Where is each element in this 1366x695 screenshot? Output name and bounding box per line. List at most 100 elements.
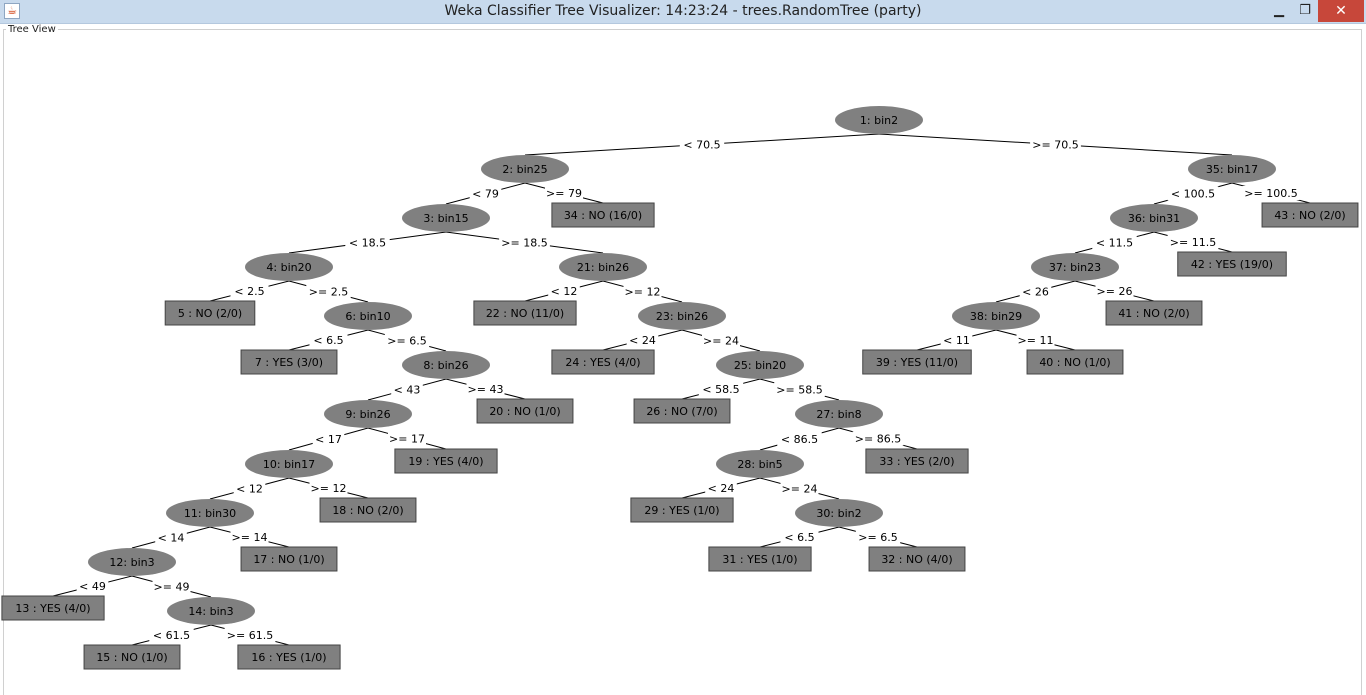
edge-label-background: [345, 235, 390, 250]
split-node[interactable]: 10: bin17: [245, 450, 333, 478]
edge-label-background: [626, 333, 659, 347]
leaf-node[interactable]: 39 : YES (11/0): [862, 349, 972, 375]
edge-label-text: >= 12: [625, 286, 661, 299]
close-icon[interactable]: ✕: [1318, 0, 1364, 22]
split-ellipse: [559, 253, 647, 281]
edge-label: >= 70.5: [1030, 137, 1081, 152]
split-node[interactable]: 25: bin20: [716, 351, 804, 379]
minimize-icon[interactable]: ▁: [1274, 3, 1284, 18]
split-node[interactable]: 3: bin15: [402, 204, 490, 232]
leaf-box: [551, 202, 655, 228]
split-ellipse: [1110, 204, 1198, 232]
node-label: 27: bin8: [816, 408, 861, 421]
split-node[interactable]: 35: bin17: [1188, 155, 1276, 183]
leaf-box: [319, 497, 417, 523]
leaf-box: [476, 398, 574, 424]
leaf-node[interactable]: 33 : YES (2/0): [865, 448, 969, 474]
leaf-node[interactable]: 20 : NO (1/0): [476, 398, 574, 424]
node-label: 20 : NO (1/0): [489, 405, 560, 418]
node-label: 2: bin25: [502, 163, 547, 176]
split-node[interactable]: 27: bin8: [795, 400, 883, 428]
edge-label: >= 58.5: [774, 382, 825, 397]
split-node[interactable]: 8: bin26: [402, 351, 490, 379]
split-node[interactable]: 14: bin3: [167, 597, 255, 625]
split-node[interactable]: 12: bin3: [88, 548, 176, 576]
edge-label-background: [698, 382, 744, 396]
edge-label-text: >= 11.5: [1170, 236, 1216, 249]
edge-label: >= 43: [466, 382, 505, 396]
split-node[interactable]: 21: bin26: [559, 253, 647, 281]
leaf-node[interactable]: 34 : NO (16/0): [551, 202, 655, 228]
edge-label: < 6.5: [309, 333, 348, 347]
leaf-node[interactable]: 19 : YES (4/0): [394, 448, 498, 474]
split-ellipse: [245, 253, 333, 281]
leaf-node[interactable]: 15 : NO (1/0): [83, 644, 181, 670]
node-label: 30: bin2: [816, 507, 861, 520]
leaf-node[interactable]: 18 : NO (2/0): [319, 497, 417, 523]
edge-label-background: [1092, 235, 1137, 250]
leaf-node[interactable]: 31 : YES (1/0): [708, 546, 812, 572]
split-node[interactable]: 6: bin10: [324, 302, 412, 330]
java-icon[interactable]: ☕: [4, 3, 20, 19]
window-title: Weka Classifier Tree Visualizer: 14:23:2…: [444, 3, 922, 19]
split-node[interactable]: 36: bin31: [1110, 204, 1198, 232]
node-label: 26 : NO (7/0): [646, 405, 717, 418]
split-node[interactable]: 30: bin2: [795, 499, 883, 527]
leaf-node[interactable]: 41 : NO (2/0): [1105, 300, 1203, 326]
leaf-node[interactable]: 24 : YES (4/0): [551, 349, 655, 375]
leaf-node[interactable]: 42 : YES (19/0): [1177, 251, 1287, 277]
split-ellipse: [638, 302, 726, 330]
node-label: 35: bin17: [1206, 163, 1258, 176]
edge-label-text: >= 43: [468, 383, 504, 396]
node-label: 3: bin15: [423, 212, 468, 225]
leaf-node[interactable]: 16 : YES (1/0): [237, 644, 341, 670]
edge-label-background: [306, 284, 351, 299]
leaf-box: [1177, 251, 1287, 277]
node-label: 36: bin31: [1128, 212, 1180, 225]
edge-label: < 2.5: [230, 284, 269, 298]
split-ellipse: [166, 499, 254, 527]
split-node[interactable]: 2: bin25: [481, 155, 569, 183]
leaf-node[interactable]: 13 : YES (4/0): [1, 595, 105, 621]
node-label: 33 : YES (2/0): [879, 455, 954, 468]
leaf-node[interactable]: 5 : NO (2/0): [164, 300, 256, 326]
edge-label-background: [152, 579, 191, 594]
edge-label-text: >= 70.5: [1032, 139, 1078, 152]
edge-label-text: >= 26: [1097, 285, 1133, 298]
edge-label-background: [1016, 333, 1055, 347]
edge-label-text: < 6.5: [313, 334, 343, 347]
tree-nodes: 1: bin2 2: bin25 3: bin15 4: bin20 5 : NO (2…: [1, 106, 1359, 670]
edge-label: < 79: [469, 186, 502, 201]
leaf-node[interactable]: 17 : NO (1/0): [240, 546, 338, 572]
edge-label-text: < 18.5: [349, 237, 386, 250]
split-node[interactable]: 23: bin26: [638, 302, 726, 330]
split-node[interactable]: 4: bin20: [245, 253, 333, 281]
split-ellipse: [716, 450, 804, 478]
edge-label-text: >= 61.5: [227, 629, 273, 642]
edge-label: < 14: [155, 530, 187, 545]
leaf-node[interactable]: 32 : NO (4/0): [868, 546, 966, 572]
split-node[interactable]: 1: bin2: [835, 106, 923, 134]
leaf-node[interactable]: 43 : NO (2/0): [1261, 202, 1359, 228]
leaf-node[interactable]: 22 : NO (11/0): [473, 300, 577, 326]
node-label: 21: bin26: [577, 261, 629, 274]
leaf-node[interactable]: 40 : NO (1/0): [1026, 349, 1124, 375]
split-node[interactable]: 38: bin29: [952, 302, 1040, 330]
leaf-node[interactable]: 26 : NO (7/0): [633, 398, 731, 424]
edge-label: < 24: [626, 333, 659, 347]
split-node[interactable]: 11: bin30: [166, 499, 254, 527]
window-titlebar[interactable]: ☕ Weka Classifier Tree Visualizer: 14:23…: [0, 0, 1366, 24]
split-node[interactable]: 9: bin26: [324, 400, 412, 428]
edge-label-text: >= 14: [232, 531, 268, 544]
node-label: 12: bin3: [109, 556, 154, 569]
leaf-node[interactable]: 29 : YES (1/0): [630, 497, 734, 523]
leaf-box: [394, 448, 498, 474]
split-ellipse: [795, 499, 883, 527]
edge-label: < 61.5: [149, 628, 194, 642]
node-label: 11: bin30: [184, 507, 236, 520]
split-node[interactable]: 37: bin23: [1031, 253, 1119, 281]
restore-icon[interactable]: ❐: [1299, 3, 1311, 18]
leaf-node[interactable]: 7 : YES (3/0): [240, 349, 338, 375]
split-node[interactable]: 28: bin5: [716, 450, 804, 478]
